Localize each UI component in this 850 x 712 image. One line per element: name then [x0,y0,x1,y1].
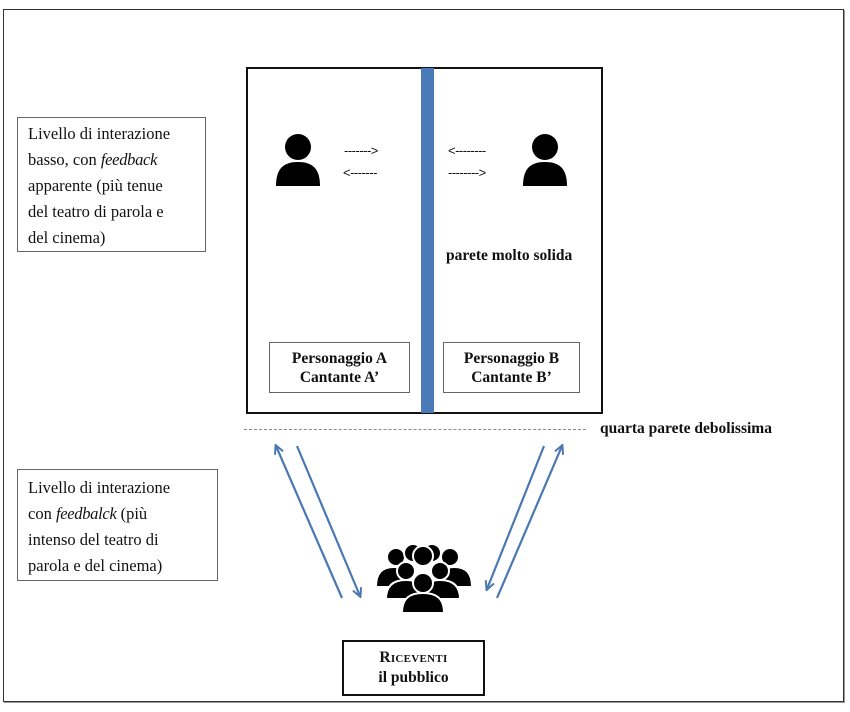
dialogue-arrow-left: <------- [343,165,377,180]
note-line: Livello di interazione [28,478,171,497]
note-emphasis: feedbalck [55,504,117,523]
fourth-wall-line [244,429,586,430]
note-line: con feedbalck (più [28,501,207,527]
receivers-box: Riceventi il pubblico [342,640,485,696]
character-name: Personaggio B [463,350,560,367]
diagram-frame [3,9,844,702]
person-icon [523,134,567,186]
receivers-subtitle: il pubblico [378,669,449,686]
character-b-box: Personaggio B Cantante B’ [443,342,580,393]
dialogue-arrow-right: --------> [448,165,486,180]
person-icon [276,134,320,186]
dialogue-arrow-left: <-------- [448,143,486,158]
note-emphasis: feedback [100,150,158,169]
note-line: del cinema) [28,228,106,247]
note-line: intenso del teatro di [28,530,159,549]
solid-wall [421,68,434,413]
note-text: basso, con [28,150,101,169]
dialogue-arrow-right: -------> [344,143,378,158]
receivers-title: Riceventi [379,649,448,666]
fourth-wall-label: quarta parete debolissima [600,420,772,437]
note-text: con [28,504,56,523]
note-line: apparente (più tenue [28,176,163,195]
note-line: basso, con feedback [28,147,195,173]
singer-name: Cantante B’ [471,369,552,386]
character-name: Personaggio A [291,350,388,367]
note-text: (più [116,504,148,523]
character-a-box: Personaggio A Cantante A’ [269,342,410,393]
wall-label: parete molto solida [446,247,573,264]
note-feedback-interaction: Livello di interazione con feedbalck (pi… [17,469,218,581]
note-line: parola e del cinema) [28,556,163,575]
note-low-interaction: Livello di interazione basso, con feedba… [17,117,206,252]
crowd-icon [374,543,474,613]
note-line: del teatro di parola e [28,202,164,221]
note-line: Livello di interazione [28,124,171,143]
singer-name: Cantante A’ [299,369,380,386]
